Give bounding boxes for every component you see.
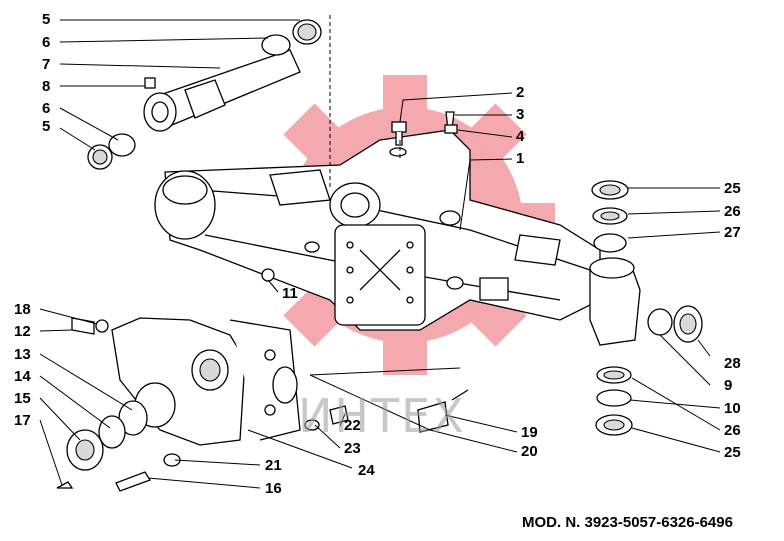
left-carrier-assembly <box>56 268 469 492</box>
callout-26: 26 <box>724 203 741 220</box>
callout-12: 12 <box>14 323 31 340</box>
callout-6: 6 <box>42 34 50 51</box>
callout-labels: 5 6 7 8 6 5 2 3 4 1 25 26 27 11 18 12 13… <box>14 11 741 497</box>
callout-8: 8 <box>42 78 50 95</box>
callout-9: 9 <box>724 377 732 394</box>
callout-7: 7 <box>42 56 50 73</box>
callout-22: 22 <box>344 417 361 434</box>
axis-lines <box>329 15 401 190</box>
right-bearing-stack <box>591 180 703 436</box>
watermark-text: ИНТЕХ <box>298 389 466 443</box>
callout-17: 17 <box>14 412 31 429</box>
model-number-caption: MOD. N. 3923-5057-6326-6496 <box>522 514 733 531</box>
callout-15: 15 <box>14 390 31 407</box>
pivot-pin-assembly <box>87 19 322 170</box>
callout-19: 19 <box>521 424 538 441</box>
callout-25-lower: 25 <box>724 444 741 461</box>
callout-25: 25 <box>724 180 741 197</box>
callout-6-lower: 6 <box>42 100 50 117</box>
callout-5: 5 <box>42 11 50 28</box>
callout-20: 20 <box>521 443 538 460</box>
axle-housing <box>154 129 641 346</box>
callout-23: 23 <box>344 440 361 457</box>
callout-1: 1 <box>516 150 524 167</box>
leader-lines <box>39 19 721 489</box>
callout-4: 4 <box>516 128 525 145</box>
callout-2: 2 <box>516 84 524 101</box>
callout-26-lower: 26 <box>724 422 741 439</box>
callout-21: 21 <box>265 457 282 474</box>
callout-24: 24 <box>358 462 375 479</box>
callout-14: 14 <box>14 368 31 385</box>
callout-11: 11 <box>282 285 298 302</box>
callout-16: 16 <box>265 480 282 497</box>
callout-18: 18 <box>14 301 31 318</box>
callout-5-lower: 5 <box>42 118 50 135</box>
callout-27: 27 <box>724 224 741 241</box>
callout-28: 28 <box>724 355 741 372</box>
callout-10: 10 <box>724 400 741 417</box>
callout-3: 3 <box>516 106 524 123</box>
callout-13: 13 <box>14 346 31 363</box>
